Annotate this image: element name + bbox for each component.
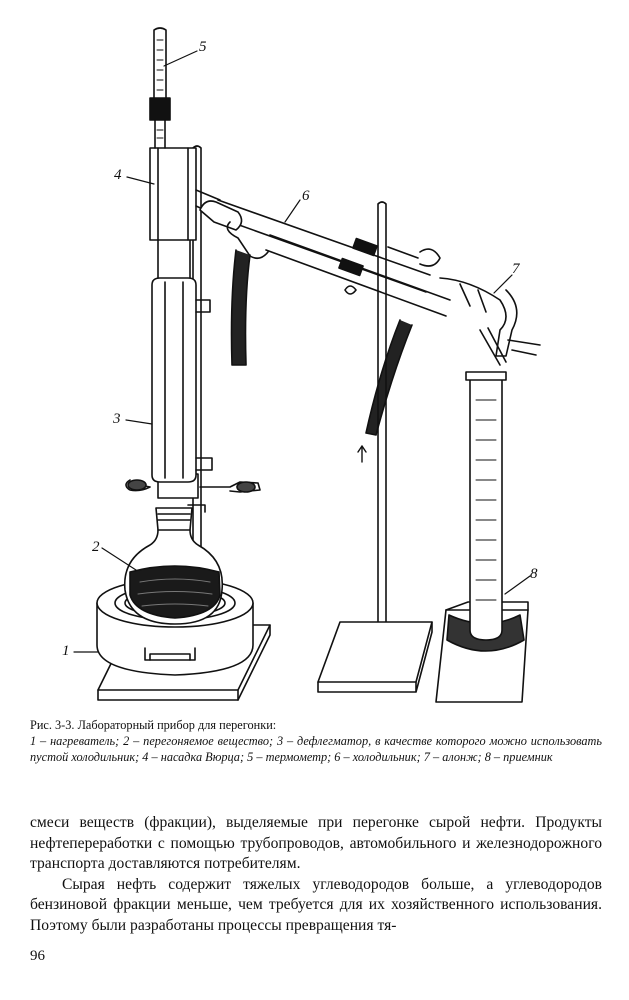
adapter-drawing — [439, 277, 541, 366]
figure-caption: Рис. 3-3. Лабораторный прибор для перего… — [30, 717, 602, 765]
round-flask-drawing — [123, 507, 224, 625]
receiver-cylinder-drawing — [435, 371, 529, 703]
label-6: 6 — [302, 188, 310, 204]
label-5: 5 — [199, 39, 207, 55]
label-8: 8 — [530, 566, 538, 582]
label-7: 7 — [512, 261, 521, 277]
label-1: 1 — [62, 643, 70, 659]
wurtz-attachment-drawing — [149, 147, 221, 241]
label-4: 4 — [114, 167, 122, 183]
label-leader-lines — [73, 50, 531, 653]
label-3: 3 — [112, 411, 121, 427]
body-paragraph-1: смеси веществ (фракции), выделяемые при … — [30, 814, 602, 872]
right-support-stand — [317, 201, 433, 693]
body-text: смеси веществ (фракции), выделяемые при … — [30, 813, 602, 936]
dephlegmator-drawing — [151, 239, 213, 483]
caption-title: Рис. 3-3. Лабораторный прибор для перего… — [30, 718, 277, 732]
body-paragraph-2: Сырая нефть содержит тяжелых углеводород… — [30, 875, 602, 934]
condenser-drawing — [199, 199, 451, 463]
thermometer-drawing — [149, 27, 171, 149]
label-2: 2 — [92, 539, 100, 555]
caption-legend: 1 – нагреватель; 2 – перегоняемое вещест… — [30, 734, 602, 764]
page-number: 96 — [30, 948, 45, 964]
distillation-apparatus-figure: 5 4 6 7 3 2 8 1 — [62, 27, 541, 703]
